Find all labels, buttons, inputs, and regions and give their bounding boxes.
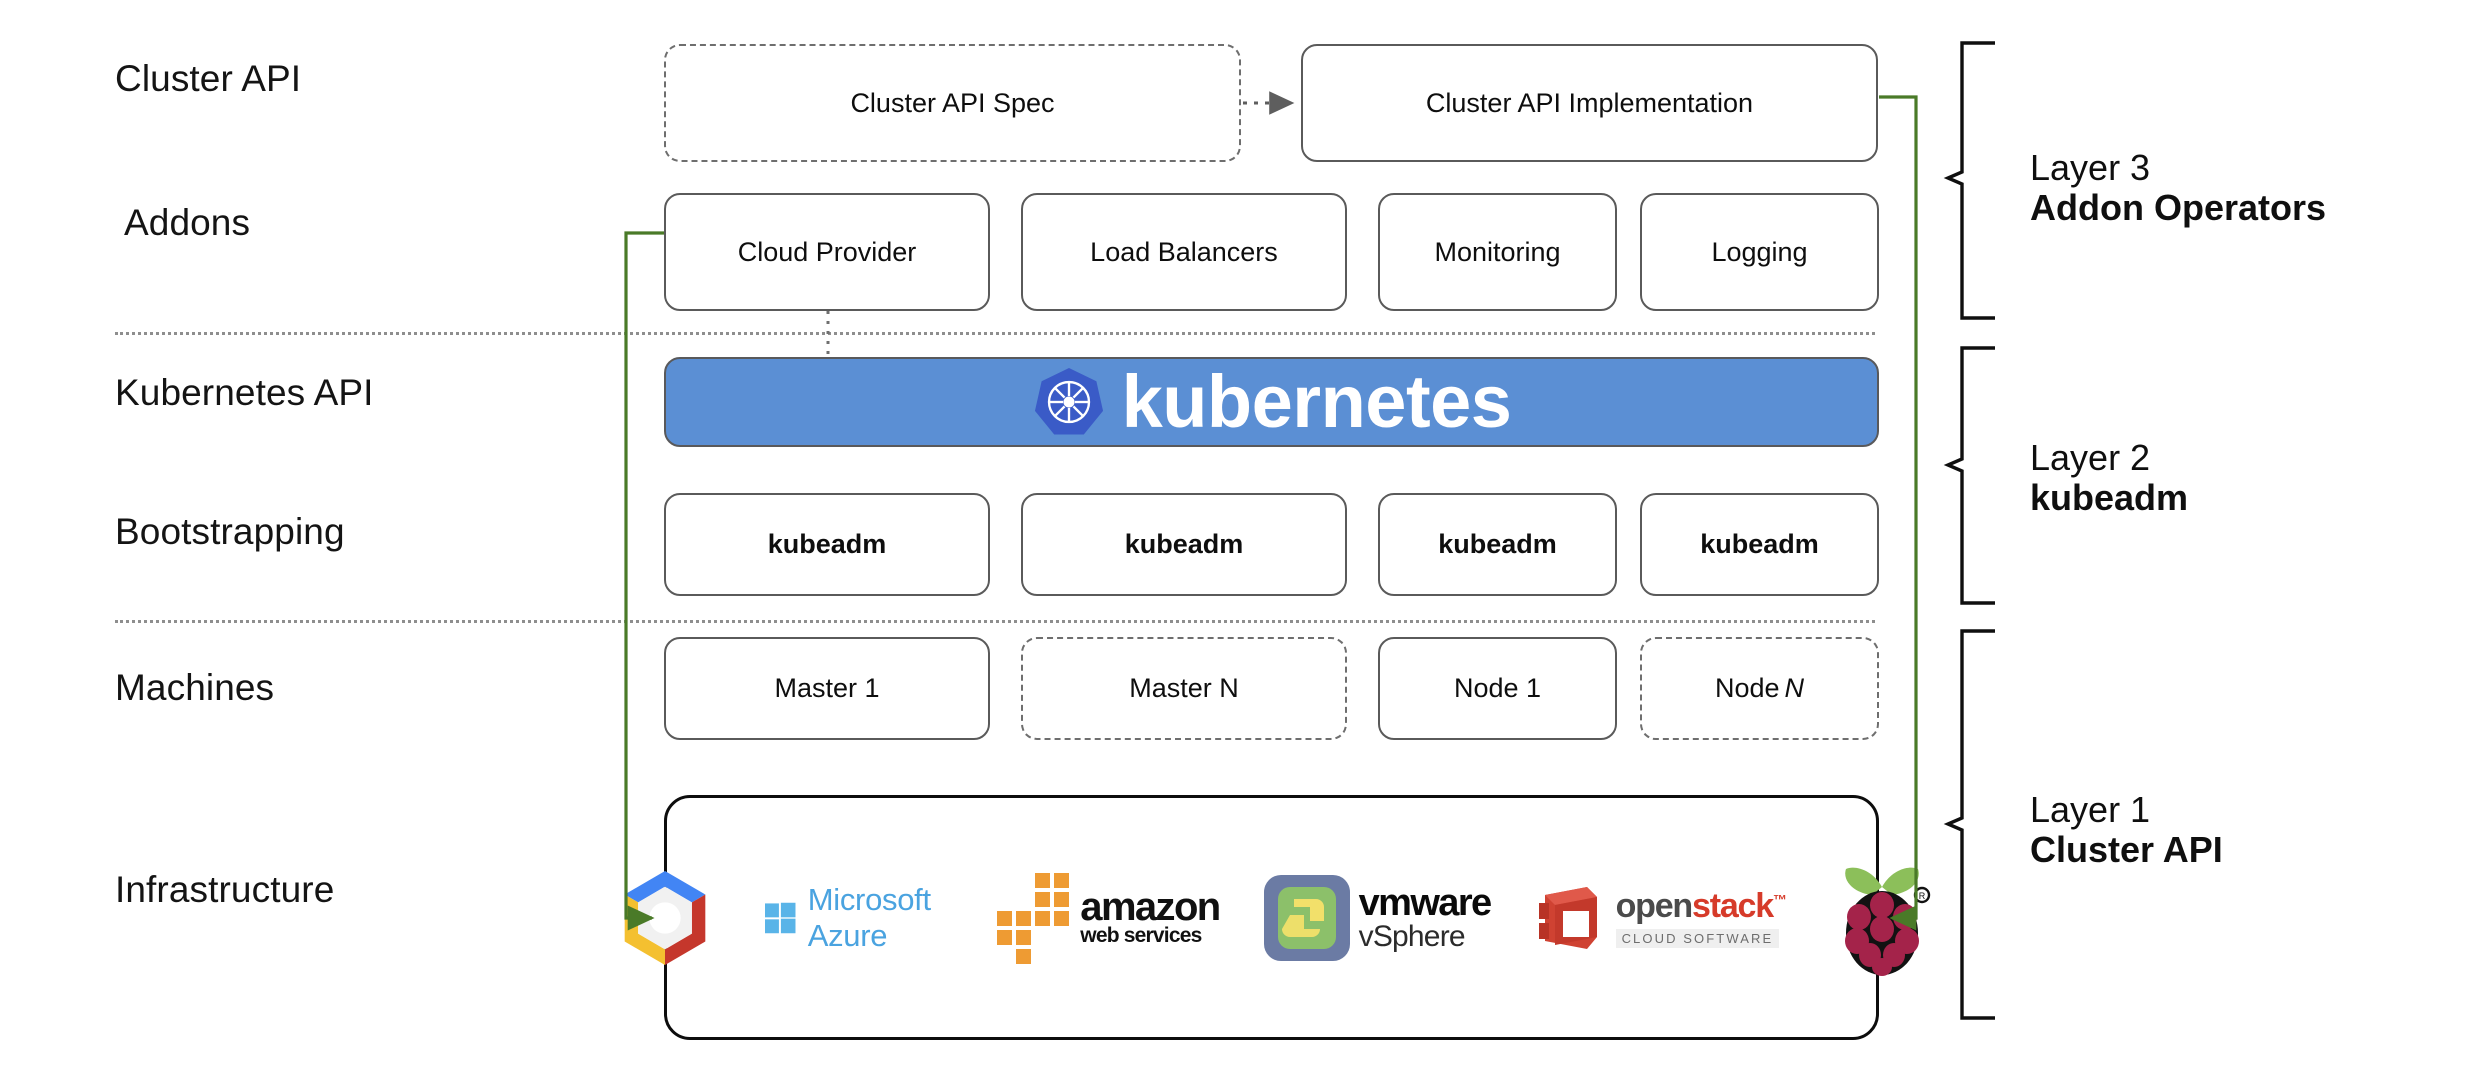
layer-1-title: Layer 1: [2030, 789, 2151, 830]
layer-label-2: Layer 2 kubeadm: [2030, 437, 2189, 519]
separator-layer3-layer2: [115, 332, 1875, 335]
layer-3-subtitle: Addon Operators: [2030, 187, 2327, 229]
node-kubeadm-3[interactable]: kubeadm: [1378, 493, 1617, 596]
raspberry-pi-logo-icon: R: [1830, 859, 1934, 977]
aws-subtitle: web services: [1080, 924, 1202, 948]
openstack-wordmark-stack: stack: [1691, 887, 1774, 925]
row-label-infrastructure: Infrastructure: [115, 869, 335, 910]
openstack-subtitle: CLOUD SOFTWARE: [1615, 929, 1780, 948]
layer-1-subtitle: Cluster API: [2030, 829, 2223, 871]
layer-3-title: Layer 3: [2030, 147, 2151, 188]
vsphere-subtitle: vSphere: [1358, 919, 1466, 953]
vmware-wordmark: vmware: [1358, 881, 1493, 924]
layer-2-title: Layer 2: [2030, 437, 2151, 478]
amazon-wordmark: amazon: [1080, 885, 1221, 930]
node-node-n-index: N: [1784, 673, 1805, 703]
bracket-layer-1: [1943, 629, 1995, 1020]
node-kubeadm-2[interactable]: kubeadm: [1021, 493, 1347, 596]
node-cluster-api-implementation[interactable]: Cluster API Implementation: [1301, 44, 1878, 162]
layer-label-1: Layer 1 Cluster API: [2030, 789, 2223, 871]
connector-green-right: [1879, 95, 1918, 931]
microsoft-azure-logo-icon: Microsoft Azure: [765, 882, 946, 954]
layer-label-3: Layer 3 Addon Operators: [2030, 147, 2327, 229]
node-cluster-api-spec[interactable]: Cluster API Spec: [664, 44, 1241, 162]
kubernetes-helm-wheel-icon: [1032, 365, 1106, 439]
separator-layer2-layer1: [115, 620, 1875, 623]
node-master-n[interactable]: Master N: [1021, 637, 1347, 740]
node-kubeadm-1[interactable]: kubeadm: [664, 493, 990, 596]
node-logging[interactable]: Logging: [1640, 193, 1879, 311]
row-label-cluster-api: Cluster API: [115, 58, 302, 99]
node-kubeadm-4[interactable]: kubeadm: [1640, 493, 1879, 596]
row-label-machines: Machines: [115, 667, 275, 708]
kubernetes-banner: kubernetes: [664, 357, 1879, 447]
amazon-web-services-logo-icon: amazon web services: [990, 870, 1221, 966]
infrastructure-box: Microsoft Azure amazon web serv: [624, 795, 1930, 1040]
vmware-vsphere-logo-icon: vmware vSphere: [1263, 874, 1493, 961]
bracket-layer-3: [1943, 41, 1995, 320]
connector-green-left: [624, 231, 664, 931]
svg-text:R: R: [1919, 891, 1926, 901]
row-label-addons: Addons: [124, 202, 251, 243]
openstack-wordmark-open: open: [1615, 887, 1694, 925]
layer-2-subtitle: kubeadm: [2030, 477, 2189, 519]
node-node-n-label: Node: [1714, 673, 1780, 703]
google-cloud-logo-icon: [609, 862, 721, 974]
node-cloud-provider[interactable]: Cloud Provider: [664, 193, 990, 311]
node-load-balancers[interactable]: Load Balancers: [1021, 193, 1347, 311]
bracket-layer-2: [1943, 346, 1995, 605]
node-node-n[interactable]: Node N: [1640, 637, 1879, 740]
node-node-1[interactable]: Node 1: [1378, 637, 1617, 740]
row-label-kubernetes-api: Kubernetes API: [115, 372, 374, 413]
row-label-bootstrapping: Bootstrapping: [115, 511, 345, 552]
node-monitoring[interactable]: Monitoring: [1378, 193, 1617, 311]
kubernetes-wordmark: kubernetes: [1121, 360, 1512, 443]
openstack-trademark-icon: ™: [1772, 891, 1787, 908]
openstack-logo-icon: openstack™ CLOUD SOFTWARE: [1535, 879, 1787, 957]
node-master-1[interactable]: Master 1: [664, 637, 990, 740]
microsoft-azure-label: Microsoft Azure: [807, 881, 931, 953]
